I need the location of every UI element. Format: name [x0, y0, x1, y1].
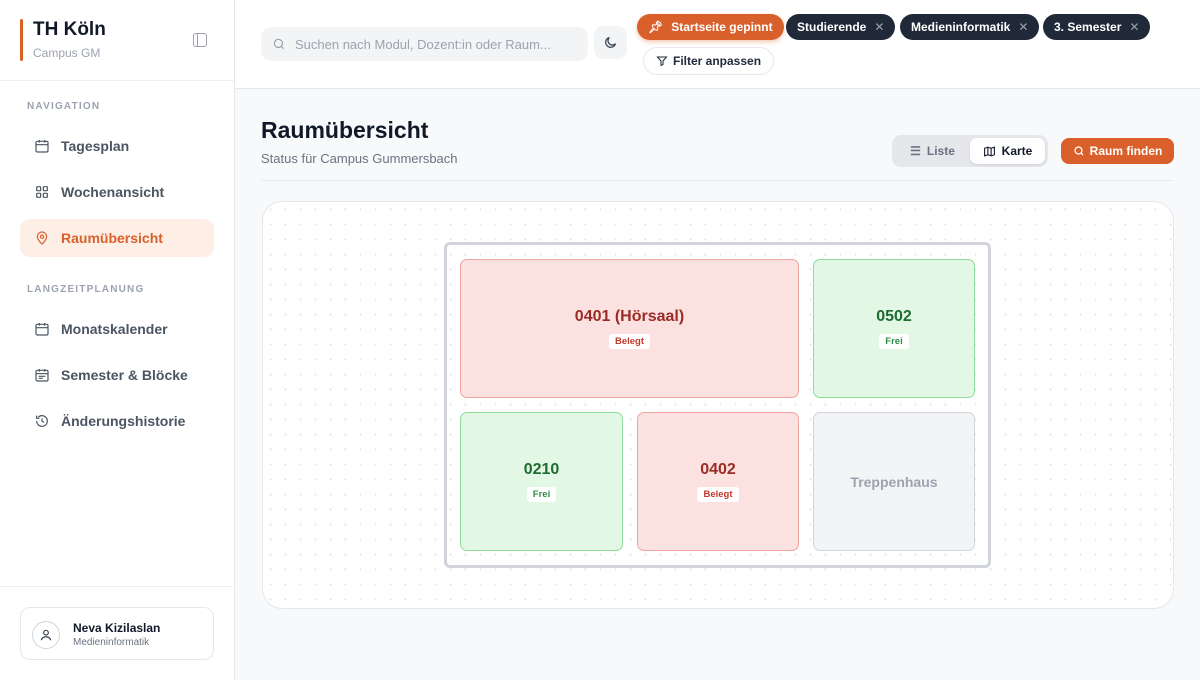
room-treppenhaus: Treppenhaus	[813, 412, 975, 551]
brand-subtitle: Campus GM	[33, 46, 101, 60]
view-list-label: Liste	[926, 144, 955, 158]
divider	[0, 586, 234, 587]
sidebar-item-label: Raumübersicht	[61, 230, 163, 246]
room-status-badge: Frei	[526, 487, 557, 502]
search-icon	[1074, 146, 1084, 156]
search-icon	[273, 38, 285, 50]
chip-label: Studierende	[797, 20, 867, 34]
page-subtitle: Status für Campus Gummersbach	[261, 151, 458, 166]
room-name: 0502	[876, 308, 912, 325]
top-header: Suchen nach Modul, Dozent:in oder Raum..…	[235, 0, 1200, 89]
chip-label: Medieninformatik	[911, 20, 1011, 34]
view-toggle: ☰ Liste Karte	[892, 135, 1048, 167]
find-room-button[interactable]: Raum finden	[1061, 138, 1174, 164]
sidebar-item-label: Tagesplan	[61, 138, 130, 154]
avatar	[32, 621, 60, 649]
room-name: 0401 (Hörsaal)	[574, 308, 685, 325]
user-icon	[40, 629, 52, 641]
section-navigation: NAVIGATION	[27, 101, 101, 112]
room-name: 0210	[523, 461, 560, 478]
page-title: Raumübersicht	[261, 117, 429, 143]
map-pin-icon	[36, 231, 48, 245]
close-icon[interactable]: ✕	[1018, 20, 1029, 34]
filter-chip-medieninformatik[interactable]: Medieninformatik ✕	[900, 14, 1040, 40]
pin-icon: 📌︎	[648, 20, 664, 34]
filter-chip-semester[interactable]: 3. Semester ✕	[1043, 14, 1151, 40]
sidebar-item-label: Semester & Blöcke	[61, 367, 188, 383]
list-icon: ☰	[910, 144, 921, 158]
room-status-badge: Frei	[879, 334, 909, 349]
sidebar-item-raumuebersicht[interactable]: Raumübersicht	[20, 219, 214, 257]
divider	[261, 180, 1173, 181]
sidebar-item-label: Wochenansicht	[61, 184, 165, 200]
history-icon	[36, 415, 48, 427]
calendar-icon	[35, 140, 49, 153]
calendar-blocks-icon	[35, 369, 49, 382]
moon-icon	[605, 36, 617, 48]
sidebar: TH Köln Campus GM NAVIGATION Tagesplan W…	[0, 0, 235, 680]
close-icon[interactable]: ✕	[874, 20, 885, 34]
sidebar-item-label: Änderungshistorie	[61, 413, 186, 429]
view-map-button[interactable]: Karte	[970, 138, 1045, 164]
adjust-filter-button[interactable]: Filter anpassen	[643, 47, 775, 75]
filter-label: Filter anpassen	[673, 54, 762, 68]
room-status-badge: Belegt	[608, 334, 651, 349]
filter-icon	[656, 56, 668, 67]
view-map-label: Karte	[1001, 144, 1033, 158]
sidebar-item-label: Monatskalender	[61, 321, 168, 337]
search-input[interactable]: Suchen nach Modul, Dozent:in oder Raum..…	[261, 27, 588, 61]
close-icon[interactable]: ✕	[1129, 20, 1140, 34]
chip-label: 3. Semester	[1054, 20, 1122, 34]
search-placeholder: Suchen nach Modul, Dozent:in oder Raum..…	[295, 36, 551, 52]
brand: TH Köln Campus GM	[0, 0, 234, 81]
grid-icon	[36, 186, 48, 198]
sidebar-item-wochenansicht[interactable]: Wochenansicht	[20, 173, 214, 211]
pinned-home-chip[interactable]: 📌︎ Startseite gepinnt	[637, 14, 784, 40]
room-status-badge: Belegt	[697, 487, 739, 502]
room-0401[interactable]: 0401 (Hörsaal) Belegt	[460, 259, 799, 398]
map-icon	[983, 145, 995, 157]
user-name: Neva Kizilaslan	[73, 621, 161, 635]
pinned-label: Startseite gepinnt	[671, 20, 773, 34]
find-room-label: Raum finden	[1089, 144, 1163, 158]
sidebar-item-aenderungshistorie[interactable]: Änderungshistorie	[20, 402, 214, 440]
user-role: Medieninformatik	[73, 637, 150, 648]
filter-chip-studierende[interactable]: Studierende ✕	[786, 14, 896, 40]
sidebar-item-semester-bloecke[interactable]: Semester & Blöcke	[20, 356, 214, 394]
collapse-sidebar-icon[interactable]	[193, 33, 207, 47]
theme-toggle-button[interactable]	[594, 26, 627, 59]
user-card[interactable]: Neva Kizilaslan Medieninformatik	[20, 607, 214, 660]
view-list-button[interactable]: ☰ Liste	[895, 138, 970, 164]
section-langzeitplanung: LANGZEITPLANUNG	[27, 284, 145, 295]
brand-accent-bar	[20, 19, 23, 61]
sidebar-item-monatskalender[interactable]: Monatskalender	[20, 310, 214, 348]
brand-title: TH Köln	[33, 19, 106, 40]
floor-plan	[444, 242, 991, 568]
room-name: Treppenhaus	[850, 473, 938, 490]
calendar-month-icon	[35, 323, 49, 336]
room-name: 0402	[700, 461, 736, 478]
sidebar-item-tagesplan[interactable]: Tagesplan	[20, 127, 214, 165]
